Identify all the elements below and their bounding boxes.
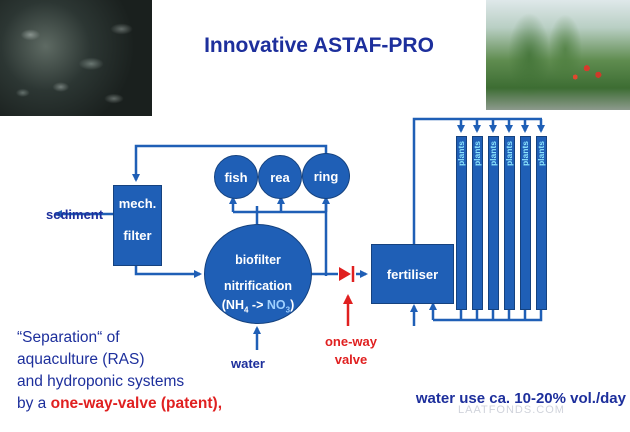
rearing-tank-circle: rea xyxy=(258,155,302,199)
rearing-tank-label: rea xyxy=(270,169,290,185)
plant-column: plants xyxy=(504,136,515,310)
plant-column: plants xyxy=(488,136,499,310)
slide-title: Innovative ASTAF-PRO xyxy=(204,34,434,57)
filter-to-biofilter-arrow xyxy=(134,264,202,278)
water-use-note: water use ca. 10-20% vol./day xyxy=(415,390,626,407)
nitrification-formula: (NH4 -> NO3) xyxy=(221,298,295,315)
plant-column: plants xyxy=(520,136,531,310)
ring-tank-circle: ring xyxy=(302,153,350,199)
mechanical-filter-box: mech. filter xyxy=(113,185,162,266)
biofilter-circle: biofilter nitrification (NH4 -> NO3) xyxy=(204,224,312,324)
biofilter-label: biofilter xyxy=(235,253,281,267)
separation-caption: “Separation“ of aquaculture (RAS) and hy… xyxy=(17,329,223,412)
plants-return-line xyxy=(433,308,543,322)
fish-tank-photo xyxy=(0,0,152,116)
mech-filter-label-2: filter xyxy=(123,228,152,243)
fertiliser-riser xyxy=(412,117,542,244)
mech-filter-label-1: mech. xyxy=(118,196,157,211)
fertiliser-box: fertiliser xyxy=(371,244,454,304)
plant-column: plants xyxy=(456,136,467,310)
plant-column: plants xyxy=(472,136,483,310)
watermark: LAATFONDS.COM xyxy=(458,404,565,416)
fish-tank-circle: fish xyxy=(214,155,258,199)
nitrification-label: nitrification xyxy=(223,279,293,293)
plant-column: plants xyxy=(536,136,547,310)
one-way-valve-icon xyxy=(339,266,355,282)
fish-tank-label: fish xyxy=(224,169,248,185)
ring-tank-label: ring xyxy=(313,168,339,184)
water-label: water xyxy=(231,356,265,371)
one-way-valve-label: one-way valve xyxy=(324,334,377,367)
greenhouse-tomato-photo xyxy=(486,0,630,110)
sediment-label: sediment xyxy=(46,207,104,222)
fertiliser-label: fertiliser xyxy=(386,266,439,282)
